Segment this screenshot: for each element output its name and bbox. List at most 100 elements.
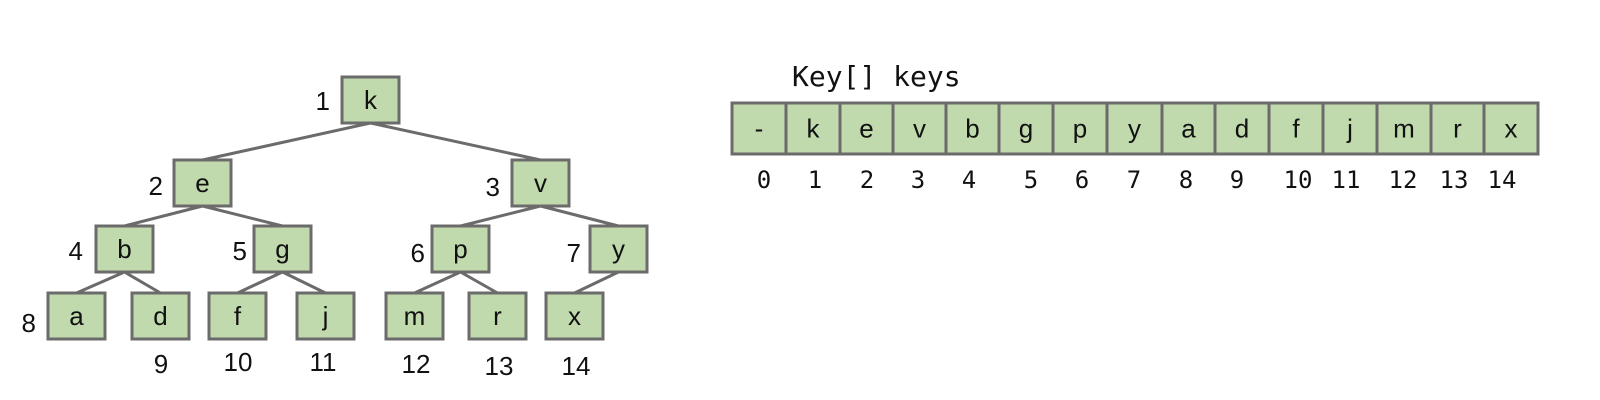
array-cell-value: -	[755, 114, 764, 144]
array-index-label: 1	[808, 166, 822, 194]
tree-node-2: e2	[149, 158, 233, 208]
array-cell-box	[944, 101, 1001, 156]
tree-node-box	[467, 291, 528, 341]
tree-node-index: 10	[224, 347, 253, 377]
array-cell-value: y	[1128, 114, 1141, 144]
tree-edge-7-14	[573, 270, 620, 295]
tree-edges	[75, 121, 620, 295]
tree-edge-4-9	[123, 270, 162, 295]
tree-node-index: 5	[233, 236, 247, 266]
array-cell-2: e	[838, 101, 895, 156]
tree-node-key: m	[404, 301, 426, 331]
array-cell-13: r	[1429, 101, 1486, 156]
tree-node-box	[46, 291, 107, 341]
tree-node-7: y7	[567, 224, 649, 274]
array-cell-14: x	[1482, 101, 1540, 156]
tree-node-key: r	[493, 301, 502, 331]
array-cell-value: p	[1073, 114, 1087, 144]
tree-node-key: f	[234, 301, 242, 331]
tree-node-box	[252, 224, 313, 274]
array-cell-box	[1429, 101, 1486, 156]
array-cell-6: p	[1051, 101, 1109, 156]
array-index-label: 2	[860, 166, 874, 194]
tree-node-index: 12	[402, 349, 431, 379]
array-cell-box	[1160, 101, 1217, 156]
tree-node-key: d	[153, 301, 167, 331]
array-index-label: 6	[1075, 166, 1089, 194]
tree-node-index: 11	[310, 347, 337, 377]
tree-node-11: j11	[295, 291, 356, 377]
tree-node-box	[430, 224, 491, 274]
array-index-label: 9	[1230, 166, 1244, 194]
tree-edge-5-11	[281, 270, 327, 295]
tree-node-index: 2	[149, 171, 163, 201]
tree-node-3: v3	[486, 158, 571, 208]
array-cell-value: k	[807, 114, 821, 144]
tree-node-index: 7	[567, 238, 581, 268]
array-cell-4: b	[944, 101, 1001, 156]
tree-node-index: 14	[562, 351, 591, 381]
tree-node-index: 6	[411, 238, 425, 268]
array-cell-value: b	[965, 114, 979, 144]
tree-node-4: b4	[69, 224, 155, 274]
tree-node-8: a8	[22, 291, 107, 341]
tree-node-box	[588, 224, 649, 274]
array-cell-5: g	[997, 101, 1055, 156]
array-index-label: 5	[1024, 166, 1038, 194]
array-index-label: 11	[1332, 166, 1361, 194]
tree-node-key: y	[612, 234, 625, 264]
tree-node-key: b	[117, 234, 131, 264]
array-cell-value: j	[1346, 114, 1353, 144]
tree-node-key: p	[453, 234, 467, 264]
tree-edge-2-5	[202, 204, 283, 228]
tree-node-index: 9	[154, 349, 168, 379]
array-index-label: 12	[1389, 166, 1418, 194]
array-cell-10: f	[1267, 101, 1325, 156]
array-cell-box	[1375, 101, 1433, 156]
tree-node-13: r13	[467, 291, 528, 381]
array-cell-box	[1482, 101, 1540, 156]
array-index-label: 14	[1488, 166, 1517, 194]
array-cell-12: m	[1375, 101, 1433, 156]
tree-node-index: 1	[316, 86, 330, 116]
array-cell-value: e	[859, 114, 873, 144]
tree-node-index: 4	[69, 236, 83, 266]
tree-node-12: m 12	[384, 291, 445, 379]
array-cell-box	[1051, 101, 1109, 156]
tree-node-9: d9	[130, 291, 191, 379]
tree-node-box	[384, 291, 445, 341]
tree-edge-2-4	[124, 204, 203, 228]
array-index-label: 4	[962, 166, 976, 194]
tree-node-box	[172, 158, 233, 208]
tree-node-box	[544, 291, 605, 341]
array-cell-value: d	[1235, 114, 1249, 144]
tree-node-14: x 14	[544, 291, 605, 381]
tree-node-index: 3	[486, 172, 500, 202]
tree-node-key: e	[195, 168, 209, 198]
array-cell-1: k	[784, 101, 842, 156]
tree-node-box	[94, 224, 155, 274]
array-index-label: 3	[911, 166, 925, 194]
tree-edge-4-8	[75, 270, 126, 295]
tree-node-5: g5	[233, 224, 313, 274]
tree-node-index: 8	[22, 308, 36, 338]
tree-node-key: g	[275, 234, 289, 264]
array-cell-value: x	[1505, 114, 1518, 144]
tree-node-box	[340, 75, 401, 125]
array-cell-value: m	[1393, 114, 1415, 144]
array-cell-box	[1267, 101, 1325, 156]
tree-node-key: a	[69, 301, 84, 331]
tree-node-1: k1	[316, 75, 401, 125]
tree-node-key: x	[568, 301, 581, 331]
tree-node-key: v	[534, 168, 547, 198]
array-cell-8: a	[1160, 101, 1217, 156]
array-cell-3: v	[891, 101, 948, 156]
tree-edge-3-7	[540, 204, 619, 228]
tree-edge-5-10	[236, 270, 284, 295]
tree-edge-6-12	[413, 270, 462, 295]
array-cell-value: f	[1292, 114, 1300, 144]
